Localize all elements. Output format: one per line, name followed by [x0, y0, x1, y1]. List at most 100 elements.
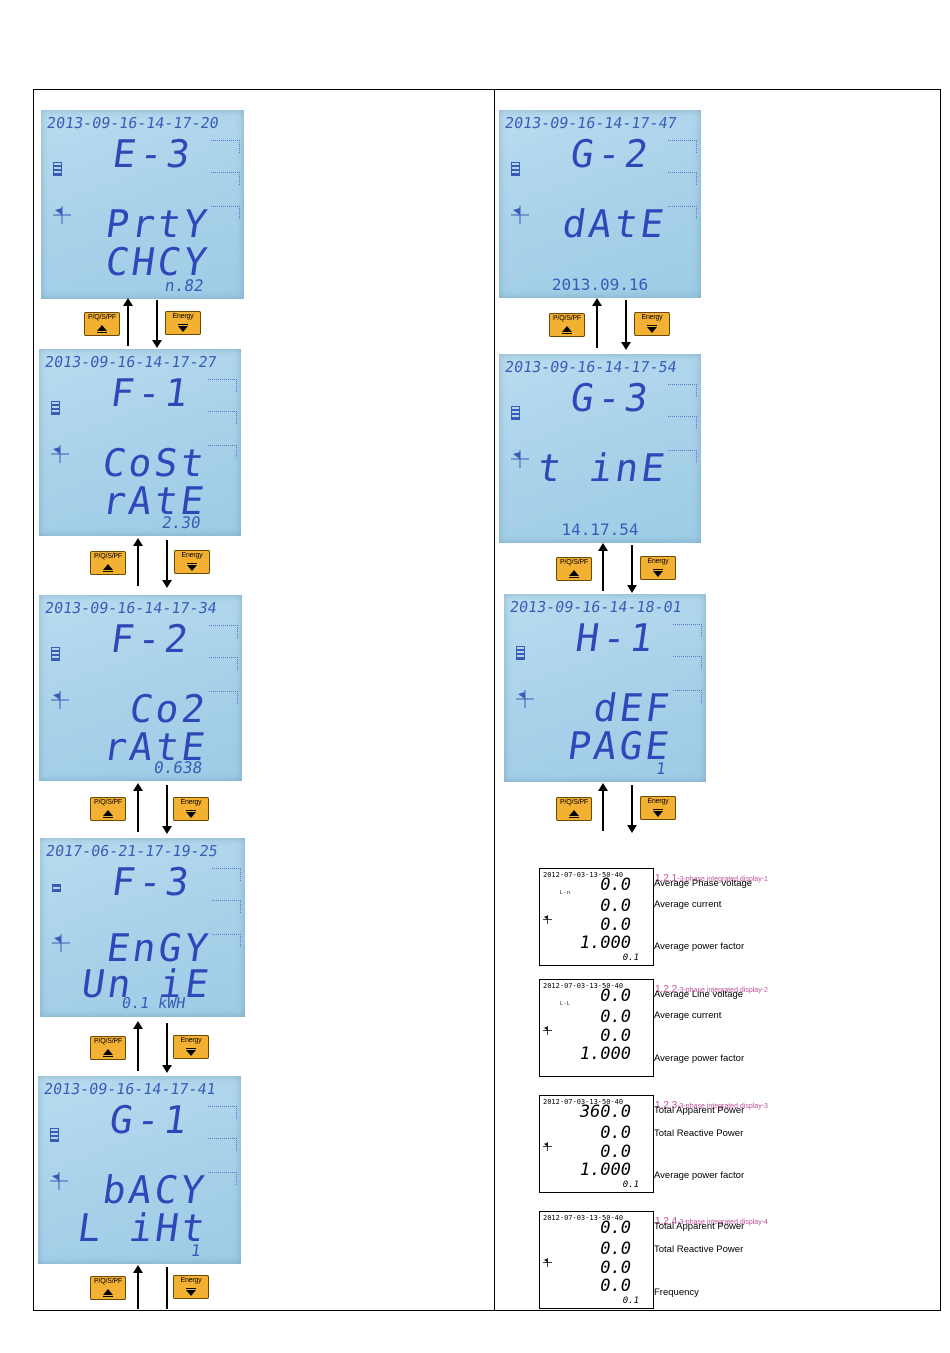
lcd-line-1: dAtE: [560, 202, 671, 246]
lcd-side-segment: [212, 934, 241, 947]
mini-footer: 0.1: [622, 1296, 639, 1306]
pqs-pf-up-button[interactable]: P/Q/S/PF: [90, 1276, 126, 1300]
display-title: 1.2.2-3-phase integrated display-2: [655, 979, 768, 997]
lcd-side-segment: [673, 656, 702, 669]
button-label: P/Q/S/PF: [94, 553, 122, 560]
lcd-timestamp: 2013-09-16-14-17-47: [503, 114, 678, 132]
lcd-menu-code: E-3: [109, 132, 197, 176]
quadrant-icon: [53, 206, 71, 224]
mini-value: 0.0: [600, 875, 631, 895]
quadrant-icon: [543, 1142, 552, 1151]
lcd-side-segment: [211, 172, 240, 185]
energy-down-button[interactable]: Energy: [173, 797, 209, 821]
energy-down-button[interactable]: Energy: [173, 1275, 209, 1299]
lcd-menu-code: G-1: [106, 1098, 194, 1142]
lcd-side-segment: [208, 1138, 237, 1151]
pqs-pf-up-button[interactable]: P/Q/S/PF: [84, 312, 120, 336]
energy-down-button[interactable]: Energy: [165, 311, 201, 335]
lcd-menu-code: F-3: [108, 860, 196, 904]
lcd-menu-code: F-2: [107, 617, 195, 661]
lcd-screen-f2: 2013-09-16-14-17-34 F-2 Co2 rAtE 0.638: [39, 595, 242, 781]
lcd-indicator-icon: [511, 162, 520, 176]
lcd-indicator-icon: [51, 401, 60, 415]
button-label: P/Q/S/PF: [553, 315, 581, 322]
lcd-line-2: L iHt: [74, 1206, 211, 1250]
up-arrow-icon: [133, 1265, 143, 1309]
lcd-screen-h1: 2013-09-16-14-18-01 H-1 dEF PAGE 1: [504, 594, 706, 782]
lcd-indicator-icon: [52, 884, 61, 892]
pqs-pf-up-button[interactable]: P/Q/S/PF: [90, 551, 126, 575]
mini-value: 0.0: [600, 1239, 631, 1259]
column-divider: [494, 89, 495, 1311]
energy-down-button[interactable]: Energy: [640, 556, 676, 580]
button-label: P/Q/S/PF: [94, 799, 122, 806]
display-caption: Average power factor: [654, 1170, 745, 1181]
down-triangle-icon: [647, 325, 657, 333]
lcd-indicator-icon: [53, 162, 62, 176]
display-caption: Frequency: [654, 1287, 699, 1298]
lcd-value: 14.17.54: [561, 520, 639, 539]
lcd-value: 0.1 kWH: [120, 994, 187, 1012]
mini-value: 0.0: [600, 1026, 631, 1046]
mini-timestamp: 2012-07-03-13-50-40: [543, 982, 624, 990]
up-arrow-icon: [598, 543, 608, 591]
pqs-pf-up-button[interactable]: P/Q/S/PF: [90, 797, 126, 821]
integrated-display: 2012-07-03-13-50-40 L - L 0.0 0.0 0.0 1.…: [539, 979, 654, 1077]
lcd-screen-g2: 2013-09-16-14-17-47 G-2 dAtE 2013.09.16: [499, 110, 701, 298]
display-caption: Average Phase voltage: [654, 878, 753, 889]
display-caption: Average Line voltage: [654, 989, 744, 1000]
lcd-side-segment: [208, 411, 237, 424]
up-arrow-icon: [592, 298, 602, 348]
mini-value: 0.0: [600, 896, 631, 916]
quadrant-icon: [543, 1258, 552, 1267]
quadrant-icon: [543, 1026, 552, 1035]
quadrant-icon: [52, 934, 70, 952]
mini-value: 1.000: [579, 1044, 631, 1064]
pqs-pf-up-button[interactable]: P/Q/S/PF: [549, 313, 585, 337]
lcd-side-segment: [673, 624, 702, 637]
lcd-side-segment: [208, 1172, 237, 1185]
mini-tag: L - L: [560, 1001, 570, 1007]
lcd-side-segment: [668, 206, 697, 219]
mini-footer: 0.1: [622, 1180, 639, 1190]
energy-down-button[interactable]: Energy: [634, 312, 670, 336]
display-title: 1.2.3-3-phase integrated display-3: [655, 1095, 768, 1113]
mini-value: 0.0: [600, 1142, 631, 1162]
lcd-side-segment: [212, 900, 241, 913]
mini-value: 0.0: [600, 915, 631, 935]
lcd-screen-f1: 2013-09-16-14-17-27 F-1 CoSt rAtE 2.30: [39, 349, 241, 536]
mini-value: 0.0: [600, 1276, 631, 1296]
display-title-text: -3-phase integrated display-4: [677, 1219, 768, 1226]
mini-footer: 0.1: [622, 953, 639, 963]
lcd-screen-e3: 2013-09-16-14-17-20 E-3 PrtY CHCY n.82: [41, 110, 244, 299]
up-arrow-icon: [133, 783, 143, 832]
lcd-side-segment: [668, 384, 697, 397]
energy-down-button[interactable]: Energy: [173, 1035, 209, 1059]
pqs-pf-up-button[interactable]: P/Q/S/PF: [556, 557, 592, 581]
lcd-value: 2013.09.16: [551, 275, 649, 294]
down-arrow-icon: [162, 785, 172, 834]
display-title-text: -3-phase integrated display-1: [677, 876, 768, 883]
energy-down-button[interactable]: Energy: [640, 796, 676, 820]
up-arrow-icon: [133, 1021, 143, 1071]
pqs-pf-up-button[interactable]: P/Q/S/PF: [90, 1036, 126, 1060]
mini-value: 0.0: [600, 1007, 631, 1027]
up-triangle-icon: [103, 1049, 113, 1057]
lcd-timestamp: 2013-09-16-14-17-41: [42, 1080, 217, 1098]
display-title: 1.2.4-3-phase integrated display-4: [655, 1211, 768, 1229]
down-arrow-icon: [627, 545, 637, 593]
down-triangle-icon: [186, 1048, 196, 1056]
lcd-menu-code: G-2: [567, 132, 655, 176]
lcd-side-segment: [209, 657, 238, 670]
lcd-side-segment: [208, 379, 237, 392]
down-line: [166, 1267, 168, 1309]
mini-timestamp: 2012-07-03-13-50-40: [543, 871, 624, 879]
button-label: P/Q/S/PF: [94, 1038, 122, 1045]
lcd-timestamp: 2013-09-16-14-17-34: [43, 599, 218, 617]
lcd-value: 1: [655, 759, 668, 778]
display-title-text: -3-phase integrated display-3: [677, 1103, 768, 1110]
energy-down-button[interactable]: Energy: [174, 550, 210, 574]
lcd-timestamp: 2013-09-16-14-17-54: [503, 358, 678, 376]
pqs-pf-up-button[interactable]: P/Q/S/PF: [556, 797, 592, 821]
lcd-side-segment: [668, 140, 697, 153]
